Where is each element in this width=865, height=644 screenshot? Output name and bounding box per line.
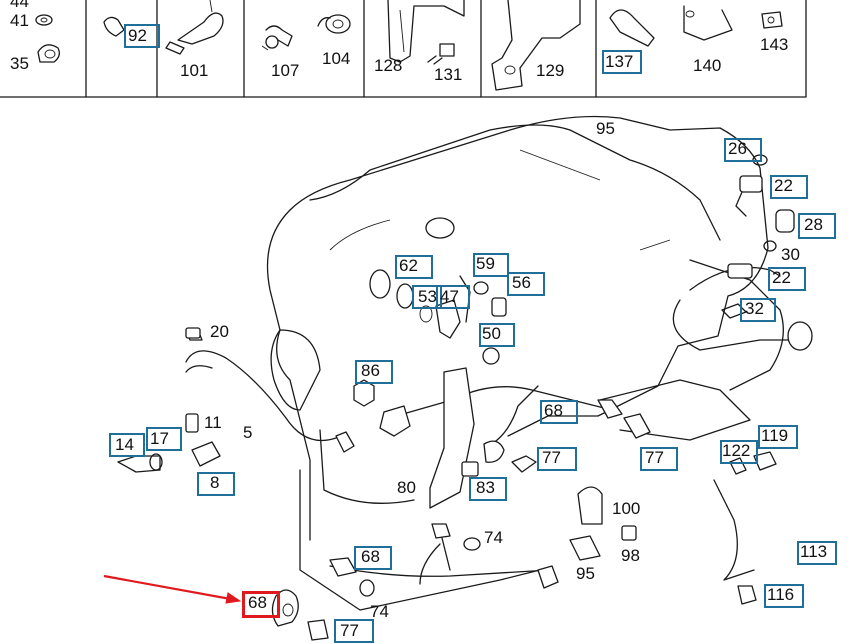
part-label-62[interactable]: 62: [399, 256, 418, 275]
callout-box-113[interactable]: [797, 541, 837, 565]
plate-143-icon: [761, 11, 783, 29]
callout-box-50[interactable]: [479, 323, 515, 347]
part-label-20: 20: [210, 322, 229, 341]
callout-box-122[interactable]: [720, 440, 758, 464]
part-label-56[interactable]: 56: [512, 273, 531, 292]
part-label-8[interactable]: 8: [210, 473, 220, 492]
part-label-68-highlighted[interactable]: 68: [248, 593, 267, 612]
part-label-100: 100: [612, 499, 641, 518]
callout-box-26[interactable]: [724, 138, 762, 162]
callout-box-77b[interactable]: [640, 447, 678, 471]
part-label-143: 143: [760, 35, 789, 54]
part-label-77b[interactable]: 77: [645, 448, 664, 467]
part-label-131: 131: [434, 65, 463, 84]
callout-box-137[interactable]: [602, 50, 642, 74]
highlight-arrow: [103, 574, 242, 604]
part-label-17[interactable]: 17: [150, 429, 169, 448]
callout-box-119[interactable]: [758, 425, 798, 449]
callout-box-28[interactable]: [798, 213, 836, 239]
part-label-98: 98: [621, 546, 640, 565]
bracket-129-icon: [491, 0, 581, 91]
callout-box-68a[interactable]: [540, 400, 578, 424]
part-label-74b: 74: [370, 602, 389, 621]
part-label-77a[interactable]: 77: [542, 448, 561, 467]
part-label-74a: 74: [484, 528, 503, 547]
callout-box-86[interactable]: [355, 360, 393, 384]
part-label-22b[interactable]: 22: [772, 268, 791, 287]
part-label-92[interactable]: 92: [128, 26, 147, 45]
part-label-47[interactable]: 47: [440, 287, 459, 306]
part-label-128: 128: [374, 56, 403, 75]
part-label-14[interactable]: 14: [115, 435, 134, 454]
part-label-113[interactable]: 113: [800, 542, 828, 561]
part-label-50[interactable]: 50: [482, 324, 501, 343]
part-label-68a[interactable]: 68: [544, 401, 563, 420]
clip-137-icon: [609, 9, 655, 47]
part-label-28[interactable]: 28: [804, 215, 823, 234]
callout-box-62[interactable]: [395, 255, 433, 279]
part-label-86[interactable]: 86: [361, 361, 380, 380]
part-label-59[interactable]: 59: [476, 254, 495, 273]
part-label-129: 129: [536, 61, 565, 80]
part-label-77c[interactable]: 77: [340, 621, 359, 640]
part-label-137[interactable]: 137: [605, 52, 634, 71]
callout-box-56[interactable]: [507, 272, 545, 296]
part-label-116[interactable]: 116: [767, 585, 795, 604]
part-label-68b[interactable]: 68: [361, 547, 380, 566]
part-label-80: 80: [397, 478, 416, 497]
part-label-41: 41: [10, 11, 29, 30]
callout-box-59[interactable]: [473, 253, 509, 277]
part-label-5: 5: [243, 423, 253, 442]
bracket-140-icon: [683, 5, 733, 41]
part-label-44: 44: [10, 0, 29, 11]
callout-box-77a[interactable]: [537, 447, 577, 471]
clip-41-icon: [35, 14, 53, 26]
header-parts-row: [0, 0, 807, 98]
callout-box-92[interactable]: [124, 24, 160, 48]
part-label-119[interactable]: 119: [761, 426, 789, 445]
part-label-35: 35: [10, 54, 29, 73]
strap-101-icon: [165, 0, 224, 55]
part-label-53[interactable]: 53: [418, 287, 437, 306]
callout-box-68b[interactable]: [354, 546, 392, 570]
part-label-83[interactable]: 83: [476, 478, 495, 497]
callout-box-77c[interactable]: [334, 619, 374, 643]
sensor-parts: [117, 154, 813, 641]
clip-92-icon: [103, 16, 125, 37]
part-label-95: 95: [596, 119, 615, 138]
bolt-131-icon: [427, 43, 455, 65]
part-label-30: 30: [781, 245, 800, 264]
clamp-104-icon: [317, 14, 351, 34]
callout-box-22b[interactable]: [768, 267, 806, 291]
engine-block-drawing: [266, 115, 784, 611]
highlighted-callout-box-68[interactable]: [242, 591, 280, 618]
callout-box-8[interactable]: [197, 472, 235, 496]
part-label-104: 104: [322, 49, 351, 68]
part-label-101: 101: [180, 61, 209, 80]
part-label-26[interactable]: 26: [728, 139, 747, 158]
callout-box-53[interactable]: [412, 285, 442, 309]
bracket-128-icon: [387, 0, 465, 63]
callout-box-83[interactable]: [469, 477, 507, 501]
part-label-122[interactable]: 122: [722, 441, 751, 460]
part-label-22a[interactable]: 22: [774, 176, 793, 195]
clamp-35-icon: [37, 44, 60, 63]
callout-box-116[interactable]: [764, 584, 804, 608]
part-label-95b: 95: [576, 564, 595, 583]
callout-box-32[interactable]: [740, 298, 776, 322]
callout-box-17[interactable]: [146, 427, 182, 451]
part-label-32[interactable]: 32: [745, 299, 764, 318]
callout-box-14[interactable]: [109, 433, 145, 457]
callout-box-22a[interactable]: [770, 175, 808, 199]
callout-box-47[interactable]: [436, 285, 470, 309]
part-label-140: 140: [693, 56, 722, 75]
part-label-107: 107: [271, 61, 300, 80]
clamp-107-icon: [261, 25, 293, 51]
part-label-11: 11: [204, 413, 222, 432]
